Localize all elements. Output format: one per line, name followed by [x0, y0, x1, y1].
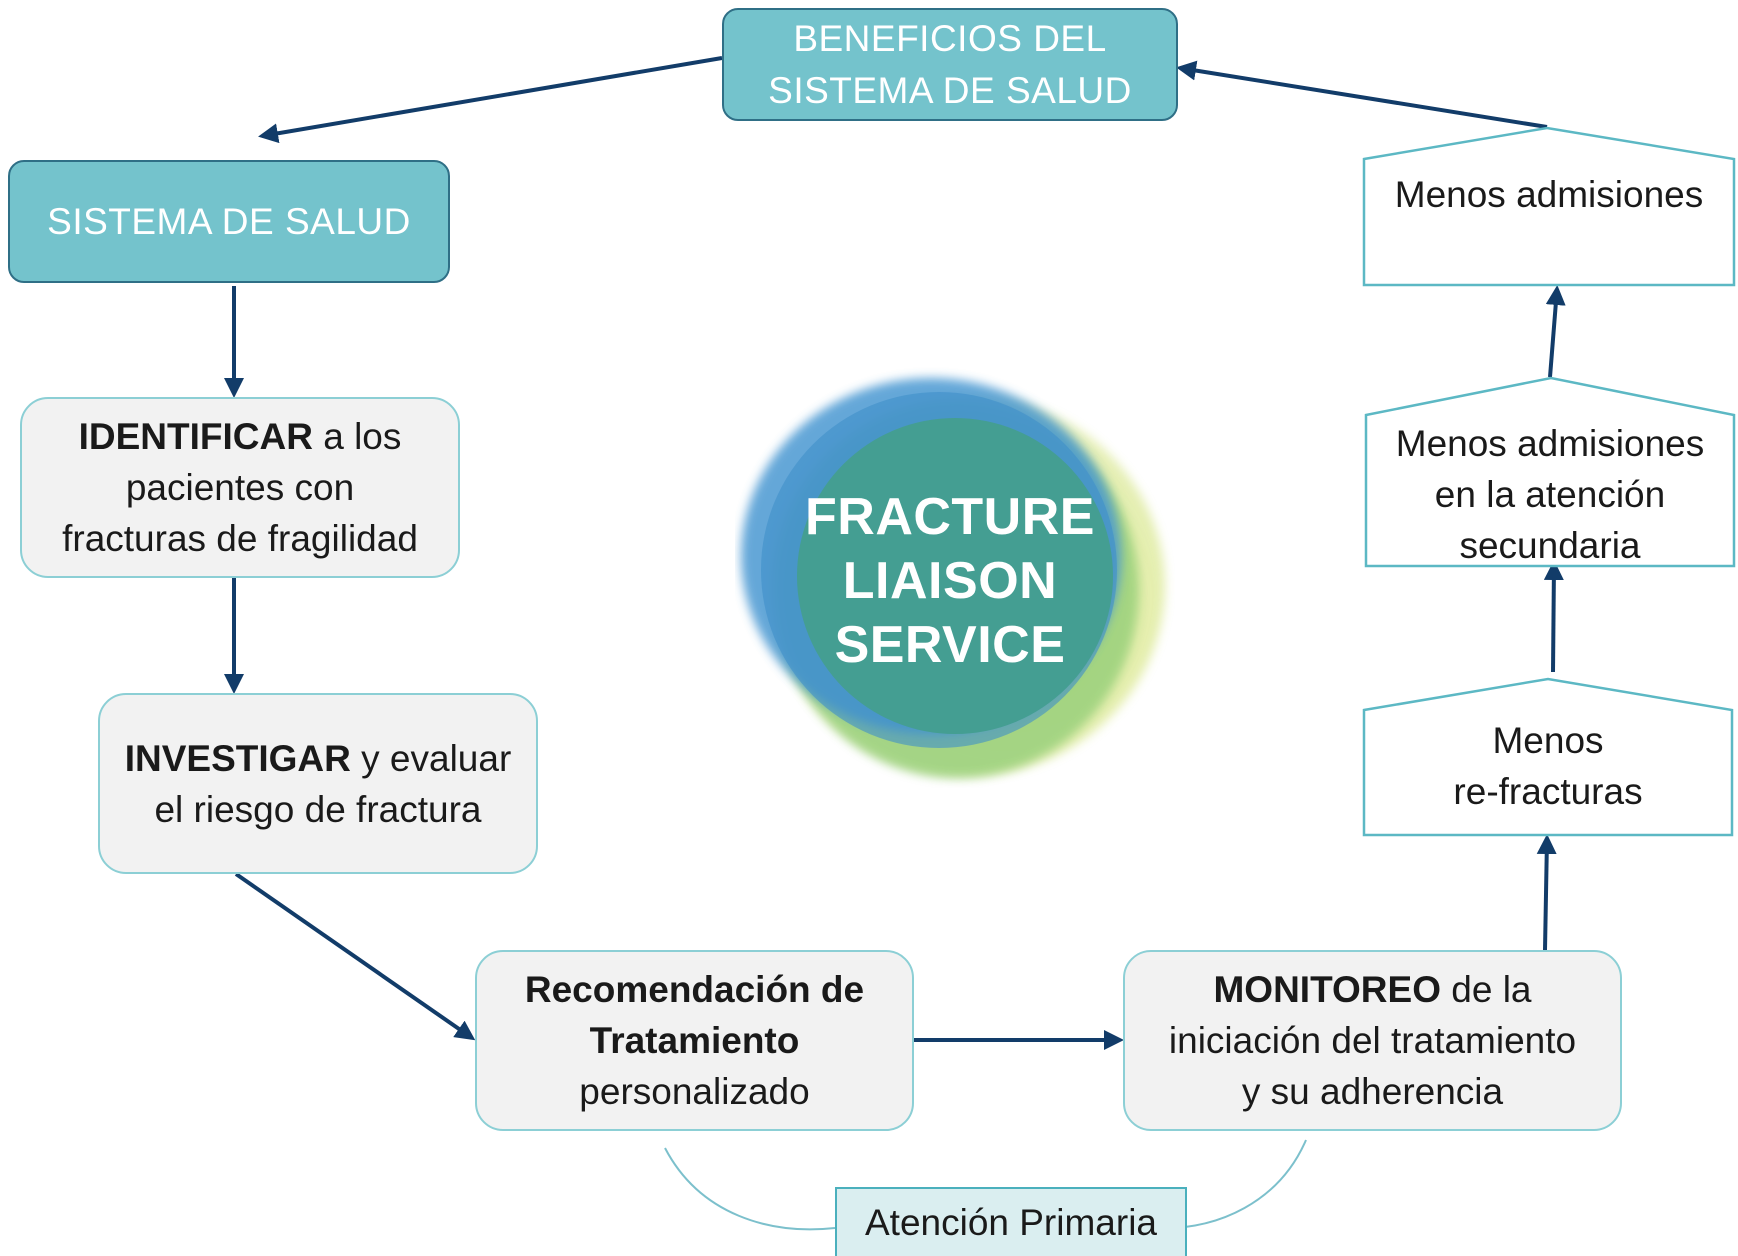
identify-line-1: IDENTIFICAR a los: [79, 411, 402, 462]
monitor-line-2: iniciación del tratamiento: [1168, 1020, 1577, 1061]
investigate-line-1-rest: y evaluar: [350, 737, 512, 779]
outcome-admissions-pentagon: Menos admisiones: [1362, 126, 1736, 287]
arrow-refractures-to-secondary: [1543, 560, 1564, 673]
arrow-secondary-to-admissions: [1545, 285, 1566, 378]
benefits-line-2: SISTEMA DE SALUD: [768, 69, 1132, 111]
fracture-liaison-logo: [741, 378, 1165, 778]
investigate-line-2: el riesgo de fractura: [154, 788, 482, 830]
pentagon-shape: [1364, 376, 1736, 568]
benefits-line-1: BENEFICIOS DEL: [793, 17, 1107, 59]
identify-line-1-rest: a los: [312, 416, 402, 457]
outcome-secondary-line-3: secundaria: [1459, 525, 1641, 566]
benefits-box: BENEFICIOS DEL SISTEMA DE SALUD: [722, 8, 1178, 121]
health-system-box: SISTEMA DE SALUD: [8, 160, 450, 283]
treatment-step-box: Recomendación de Tratamiento personaliza…: [475, 950, 914, 1131]
monitor-keyword: MONITOREO: [1213, 969, 1441, 1010]
monitor-line-3: y su adherencia: [1241, 1071, 1504, 1112]
logo-title: FRACTURE LIAISON SERVICE: [760, 485, 1140, 677]
arrow-monitor-to-refractures: [1536, 834, 1557, 951]
identify-step-box: IDENTIFICAR a los pacientes con fractura…: [20, 397, 460, 578]
primary-care-box: Atención Primaria: [835, 1187, 1187, 1256]
pentagon-shape: [1362, 126, 1736, 287]
primary-care-label: Atención Primaria: [864, 1201, 1157, 1243]
outcome-refractures-pentagon: Menos re-fracturas: [1362, 677, 1734, 837]
logo-line-1: FRACTURE: [805, 488, 1095, 546]
logo-line-2: LIAISON: [842, 552, 1058, 610]
monitor-step-box: MONITOREO de la iniciación del tratamien…: [1123, 950, 1622, 1131]
outcome-secondary-pentagon: Menos admisiones en la atención secundar…: [1364, 376, 1736, 568]
identify-line-3: fracturas de fragilidad: [62, 518, 418, 559]
treatment-line-3: personalizado: [579, 1071, 810, 1112]
outcome-secondary-line-1: Menos admisiones: [1395, 423, 1705, 464]
identify-line-2: pacientes con: [125, 467, 355, 508]
treatment-line-2: Tratamiento: [589, 1020, 800, 1061]
investigate-keyword: INVESTIGAR: [124, 737, 351, 779]
monitor-line-1-rest: de la: [1440, 969, 1532, 1010]
treatment-line-1: Recomendación de: [524, 969, 865, 1010]
identify-keyword: IDENTIFICAR: [78, 416, 313, 457]
outcome-refractures-line-1: Menos: [1492, 720, 1604, 761]
arrow-admissions-to-benefits: [1176, 60, 1548, 129]
arrow-benefits-to-system: [258, 56, 723, 144]
outcome-refractures-line-2: re-fracturas: [1453, 771, 1643, 812]
logo-line-3: SERVICE: [834, 616, 1066, 674]
arrow-investigate-to-treatment: [234, 872, 476, 1041]
pentagon-shape: [1362, 677, 1734, 837]
outcome-secondary-line-2: en la atención: [1434, 474, 1666, 515]
monitor-line-1: MONITOREO de la: [1213, 964, 1531, 1015]
curve-treatment-to-primary: [664, 1147, 836, 1231]
health-system-label: SISTEMA DE SALUD: [47, 200, 411, 242]
outcome-admissions-line-1: Menos admisiones: [1394, 174, 1704, 215]
investigate-step-box: INVESTIGAR y evaluar el riesgo de fractu…: [98, 693, 538, 874]
investigate-line-1: INVESTIGAR y evaluar: [125, 733, 512, 784]
